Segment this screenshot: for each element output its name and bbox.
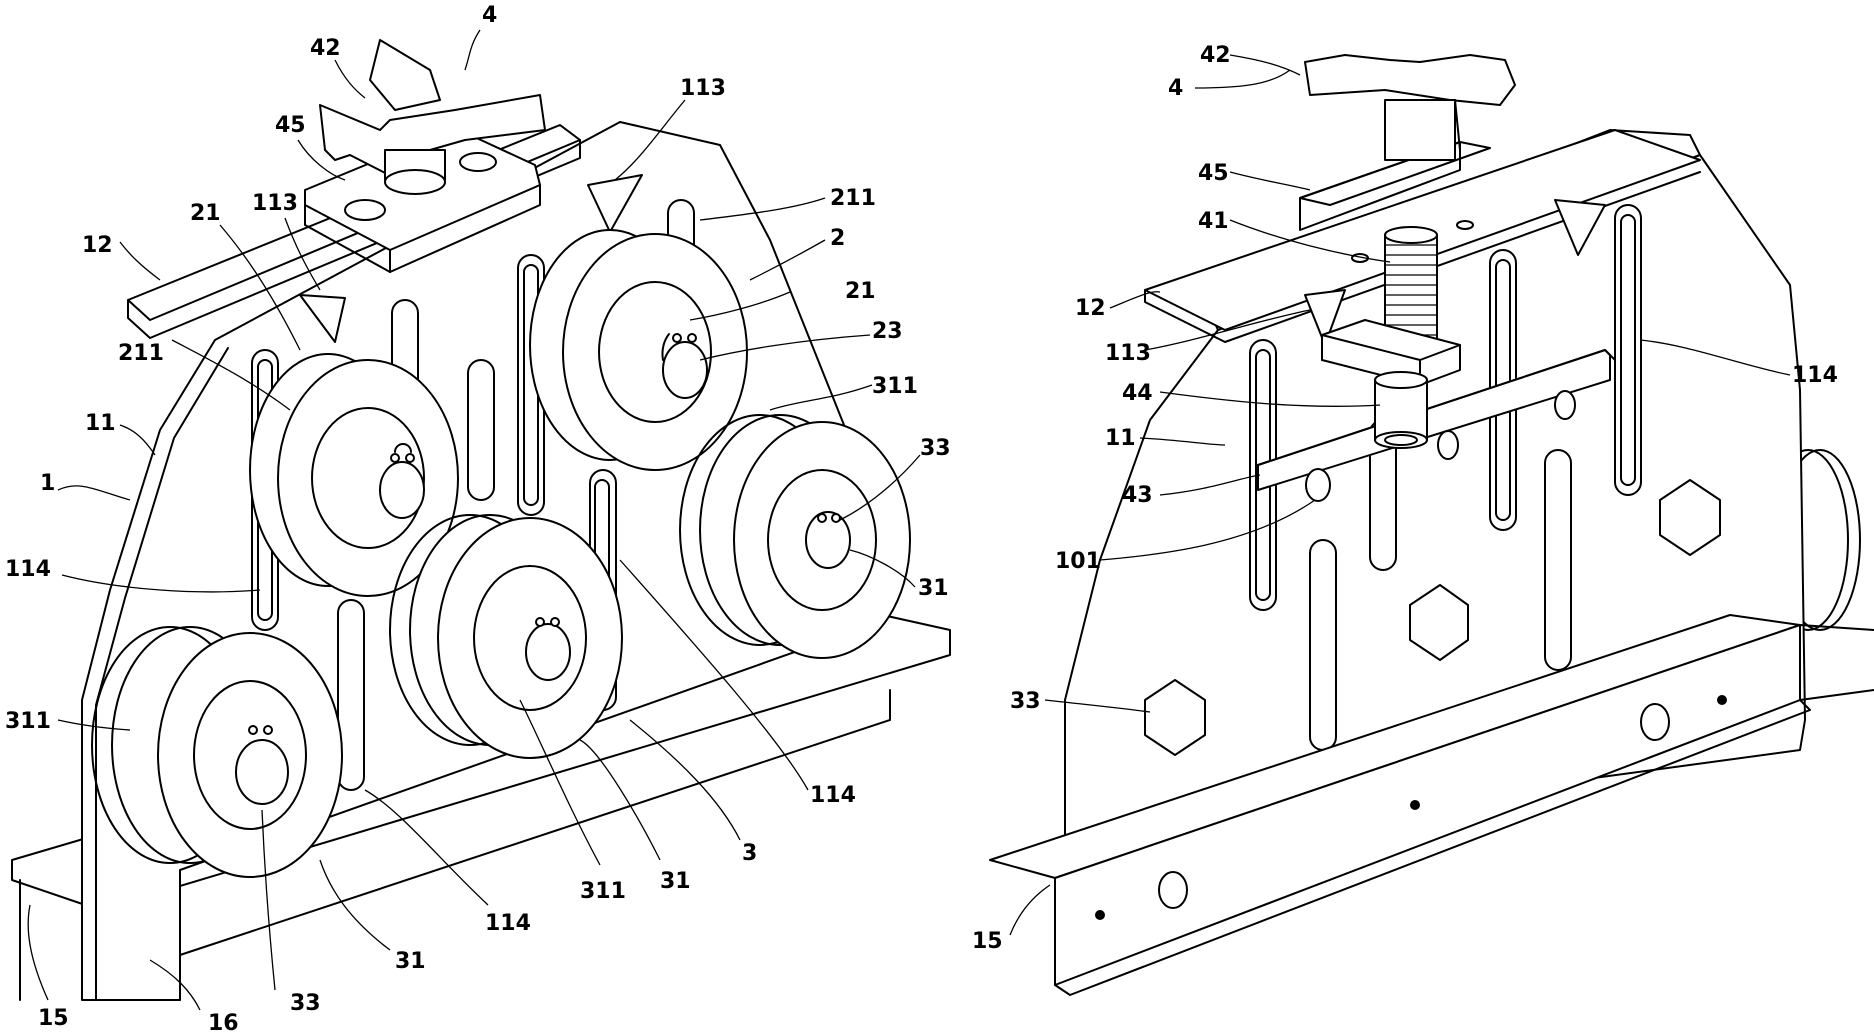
right-label-4: 4 bbox=[1168, 76, 1183, 101]
right-label-33: 33 bbox=[1010, 689, 1041, 714]
left-label-31b: 31 bbox=[660, 869, 691, 894]
left-label-16: 16 bbox=[208, 1011, 239, 1036]
left-label-33b: 33 bbox=[920, 436, 951, 461]
left-label-211a: 211 bbox=[118, 341, 164, 366]
left-label-113a: 113 bbox=[680, 76, 726, 101]
left-label-4: 4 bbox=[482, 3, 497, 28]
left-label-31c: 31 bbox=[918, 576, 949, 601]
left-label-211b: 211 bbox=[830, 186, 876, 211]
left-label-1: 1 bbox=[40, 471, 55, 496]
left-label-23: 23 bbox=[872, 319, 903, 344]
left-label-311c: 311 bbox=[872, 374, 918, 399]
left-label-2: 2 bbox=[830, 226, 845, 251]
left-device-view: 4 42 45 113 113 21 12 211 11 1 114 311 1… bbox=[5, 3, 951, 1036]
left-label-11: 11 bbox=[85, 411, 116, 436]
left-label-113b: 113 bbox=[252, 191, 298, 216]
left-label-33a: 33 bbox=[290, 991, 321, 1016]
right-label-113: 113 bbox=[1105, 341, 1151, 366]
left-label-45: 45 bbox=[275, 113, 306, 138]
left-label-31a: 31 bbox=[395, 949, 426, 974]
right-star-knob bbox=[1305, 55, 1515, 105]
left-roller-upper-2 bbox=[530, 230, 747, 470]
right-label-114: 114 bbox=[1792, 363, 1838, 388]
left-label-3: 3 bbox=[742, 841, 757, 866]
right-label-101: 101 bbox=[1055, 549, 1101, 574]
left-label-12: 12 bbox=[82, 233, 113, 258]
left-label-42: 42 bbox=[310, 36, 341, 61]
right-label-44: 44 bbox=[1122, 381, 1153, 406]
left-label-15: 15 bbox=[38, 1006, 69, 1031]
right-label-41: 41 bbox=[1198, 209, 1229, 234]
right-label-42: 42 bbox=[1200, 43, 1231, 68]
left-label-311b: 311 bbox=[580, 879, 626, 904]
left-label-21b: 21 bbox=[845, 279, 876, 304]
right-label-11: 11 bbox=[1105, 426, 1136, 451]
left-label-311a: 311 bbox=[5, 709, 51, 734]
left-label-114b: 114 bbox=[485, 911, 531, 936]
right-label-12: 12 bbox=[1075, 296, 1106, 321]
right-device-view: 42 4 45 41 12 113 44 11 43 101 33 15 114 bbox=[972, 43, 1874, 995]
right-label-45: 45 bbox=[1198, 161, 1229, 186]
left-label-21a: 21 bbox=[190, 201, 221, 226]
right-label-43: 43 bbox=[1122, 483, 1153, 508]
left-label-114a: 114 bbox=[5, 557, 51, 582]
right-label-15: 15 bbox=[972, 929, 1003, 954]
left-label-114c: 114 bbox=[810, 783, 856, 808]
